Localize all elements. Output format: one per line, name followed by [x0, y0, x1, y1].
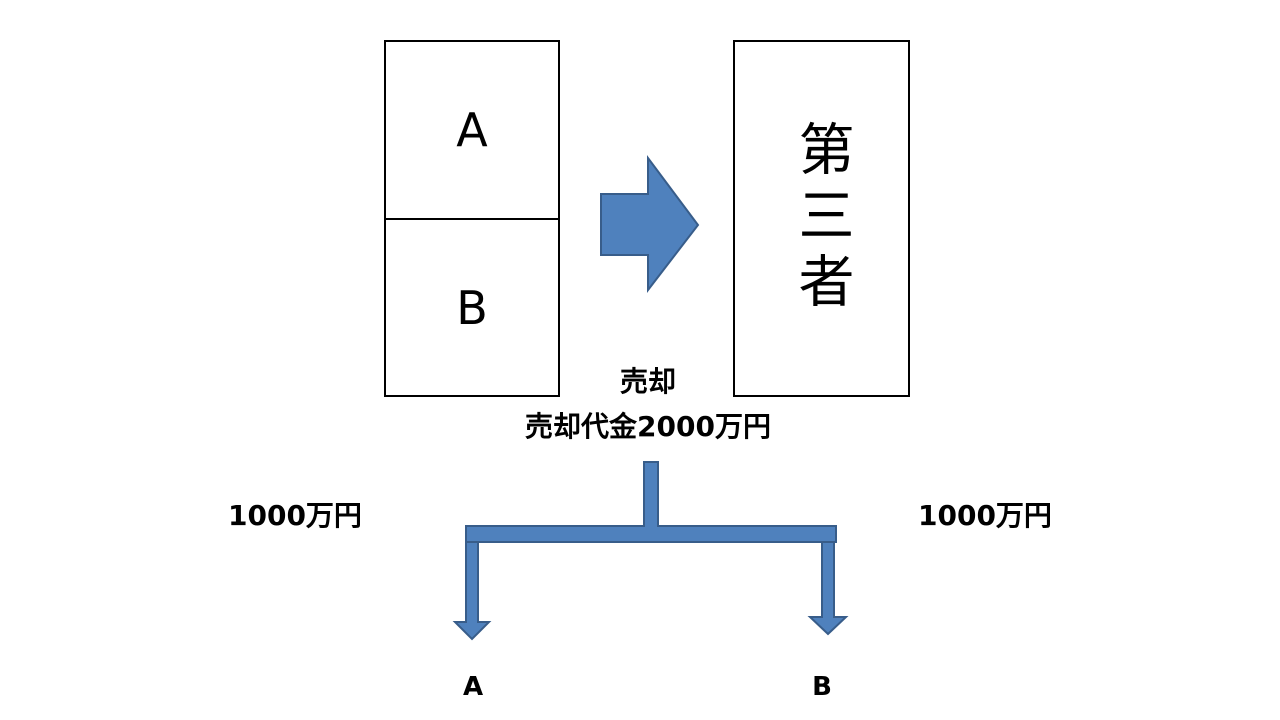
third-party-cell: 第三者 — [735, 42, 908, 395]
right-down-arrow-icon — [807, 541, 849, 636]
proceeds-label: 売却代金2000万円 — [525, 410, 771, 443]
owner-b-cell: B — [386, 220, 558, 395]
left-amount-label: 1000万円 — [228, 499, 362, 532]
owner-box: A B — [384, 40, 560, 397]
owner-a-label: A — [456, 103, 488, 157]
owner-b-label: B — [456, 280, 488, 335]
sale-arrow-icon — [600, 154, 700, 293]
third-party-label: 第三者 — [789, 119, 854, 318]
recipient-a-label: A — [462, 672, 484, 702]
left-down-arrow-icon — [452, 541, 492, 641]
right-amount-label: 1000万円 — [918, 499, 1052, 532]
split-connector — [465, 461, 837, 543]
third-party-box: 第三者 — [733, 40, 910, 397]
owner-a-cell: A — [386, 42, 558, 220]
sale-label: 売却 — [619, 365, 677, 398]
recipient-b-label: B — [812, 672, 832, 702]
